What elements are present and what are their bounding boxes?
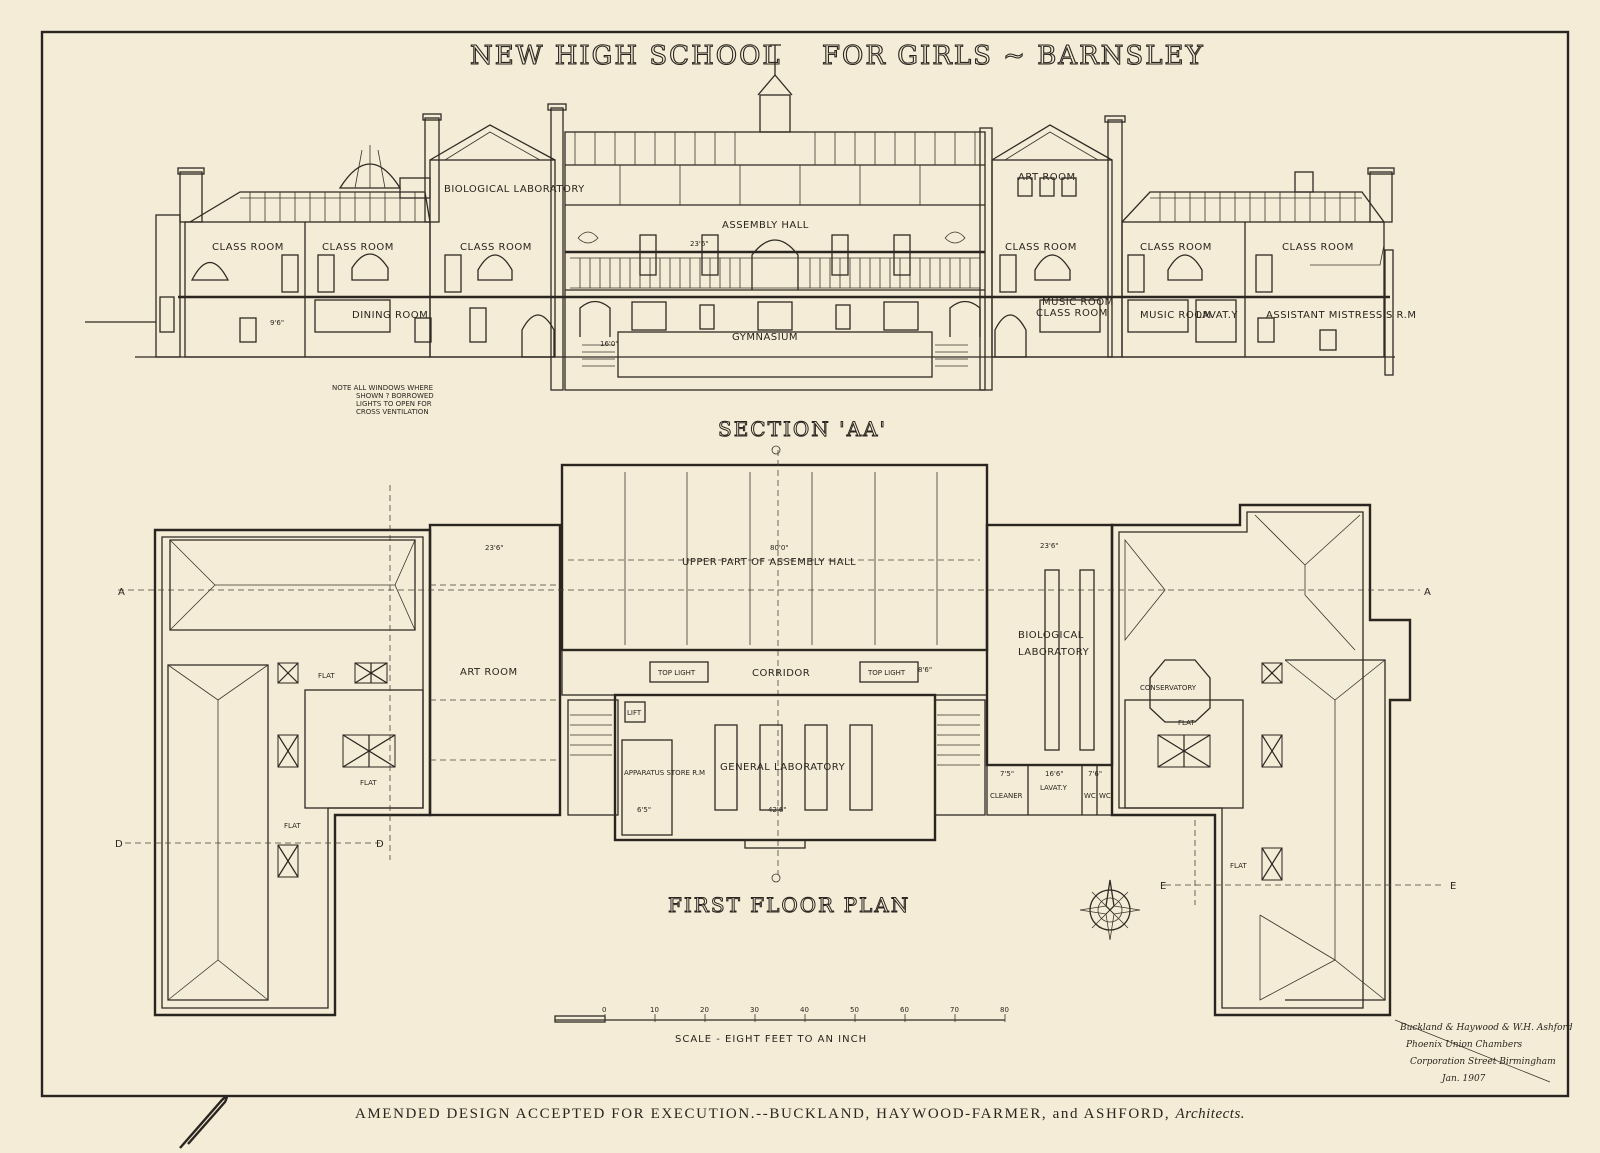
section-dim-3: 9'6" xyxy=(270,319,284,327)
plan-label-bio-lab-1: BIOLOGICAL xyxy=(1018,630,1084,641)
plan-dim-4246: 42'6" xyxy=(768,806,787,814)
paper-clip-icon xyxy=(179,1095,229,1149)
svg-text:NOTE ALL WINDOWS WHERE: NOTE ALL WINDOWS WHERE xyxy=(332,384,433,392)
title-right: FOR GIRLS ~ BARNSLEY xyxy=(822,41,1205,71)
plan-label-flat-2: FLAT xyxy=(360,779,377,787)
plan-label-flat-1: FLAT xyxy=(318,672,335,680)
plan-dim-76: 7'6" xyxy=(1088,770,1102,778)
plan-label-apparatus: APPARATUS STORE R.M xyxy=(624,769,705,777)
plan-label-cleaner: CLEANER xyxy=(990,792,1023,800)
section-label-gymnasium: GYMNASIUM xyxy=(732,332,798,343)
plan-label-wc-1: WC xyxy=(1084,792,1096,800)
plan-dim-166: 16'6" xyxy=(1045,770,1064,778)
architect-signature: Buckland & Haywood & W.H. Ashford Phoeni… xyxy=(1394,1019,1573,1084)
marker-d-left: D xyxy=(115,839,123,850)
section-label-class-room-6: CLASS ROOM xyxy=(1282,242,1354,253)
svg-text:Buckland & Haywood & W.H. Ashf: Buckland & Haywood & W.H. Ashford xyxy=(1399,1023,1573,1033)
plan-dim-80: 80'0" xyxy=(770,544,789,552)
section-dim-2: 16'0" xyxy=(600,340,619,348)
drawing-caption: AMENDED DESIGN ACCEPTED FOR EXECUTION.--… xyxy=(0,1106,1600,1123)
compass-rose-icon xyxy=(1079,879,1141,941)
section-note: NOTE ALL WINDOWS WHERE SHOWN ? BORROWED … xyxy=(332,384,434,416)
section-aa-drawing: CLASS ROOM CLASS ROOM DINING ROOM BIOLOG… xyxy=(85,44,1416,391)
plan-label-art-room: ART ROOM xyxy=(460,667,518,678)
svg-text:Phoenix Union Chambers: Phoenix Union Chambers xyxy=(1405,1040,1523,1050)
plan-label-upper-assembly: UPPER PART OF ASSEMBLY HALL xyxy=(682,557,856,568)
plan-label-general-lab: GENERAL LABORATORY xyxy=(720,762,846,773)
sheet-border xyxy=(40,30,1570,1098)
scale-caption: SCALE - EIGHT FEET TO AN INCH xyxy=(675,1034,867,1045)
svg-text:30: 30 xyxy=(750,1006,759,1014)
section-label-class-room-7: CLASS ROOM xyxy=(1036,308,1108,319)
section-label-class-room-5: CLASS ROOM xyxy=(1140,242,1212,253)
marker-e-left: E xyxy=(1160,881,1167,892)
section-dim-1: 23'6" xyxy=(690,240,709,248)
section-label-assembly-hall: ASSEMBLY HALL xyxy=(722,220,809,231)
plan-heading: FIRST FLOOR PLAN xyxy=(668,893,910,917)
plan-dim-65: 6'5" xyxy=(637,806,651,814)
svg-text:SHOWN ? BORROWED: SHOWN ? BORROWED xyxy=(356,392,434,400)
plan-label-flat-4: FLAT xyxy=(1178,719,1195,727)
section-label-class-room-4: CLASS ROOM xyxy=(1005,242,1077,253)
plan-label-lavaty: LAVAT.Y xyxy=(1040,784,1068,792)
plan-label-conservatory: CONSERVATORY xyxy=(1140,684,1197,692)
plan-label-wc-2: WC xyxy=(1099,792,1111,800)
title-left: NEW HIGH SCHOOL xyxy=(470,41,782,71)
svg-text:10: 10 xyxy=(650,1006,659,1014)
section-label-bio-lab: BIOLOGICAL LABORATORY xyxy=(444,184,585,195)
svg-text:40: 40 xyxy=(800,1006,809,1014)
section-label-music-room-2: MUSIC ROOM xyxy=(1140,310,1212,321)
marker-d-right: D xyxy=(376,839,384,850)
plan-label-top-light-1: TOP LIGHT xyxy=(657,669,696,677)
section-label-class-room-3: CLASS ROOM xyxy=(460,242,532,253)
plan-dim-75: 7'5" xyxy=(1000,770,1014,778)
section-label-art-room: ART ROOM xyxy=(1018,172,1076,183)
caption-role: Architects. xyxy=(1175,1106,1246,1122)
plan-dim-236b: 23'6" xyxy=(1040,542,1059,550)
first-floor-plan: FLAT FLAT FLAT ART ROOM 23'6" UPPER PART… xyxy=(118,450,1445,1017)
svg-text:LIGHTS TO OPEN FOR: LIGHTS TO OPEN FOR xyxy=(356,400,432,408)
caption-main: AMENDED DESIGN ACCEPTED FOR EXECUTION.--… xyxy=(354,1106,1171,1122)
section-heading: SECTION 'AA' xyxy=(718,417,887,441)
plan-dim-236: 23'6" xyxy=(485,544,504,552)
marker-a-left: A xyxy=(118,587,125,598)
svg-text:Jan. 1907: Jan. 1907 xyxy=(1440,1074,1486,1084)
svg-text:Corporation Street Birmingham: Corporation Street Birmingham xyxy=(1410,1057,1556,1067)
scale-bar: 0 10 20 30 40 50 60 70 80 xyxy=(554,1006,1009,1023)
svg-text:50: 50 xyxy=(850,1006,859,1014)
svg-text:CROSS VENTILATION: CROSS VENTILATION xyxy=(356,408,429,416)
section-label-class-room-2: CLASS ROOM xyxy=(322,242,394,253)
marker-a-right: A xyxy=(1424,587,1431,598)
section-label-assistant-mistress: ASSISTANT MISTRESS'S R.M xyxy=(1266,310,1416,321)
plan-label-lift: LIFT xyxy=(627,709,642,717)
svg-text:70: 70 xyxy=(950,1006,959,1014)
plan-dim-86: 8'6" xyxy=(918,666,932,674)
section-label-music-room: MUSIC ROOM xyxy=(1042,297,1114,308)
svg-text:80: 80 xyxy=(1000,1006,1009,1014)
svg-text:0: 0 xyxy=(602,1006,606,1014)
section-label-lavaty: LAVAT.Y xyxy=(1196,310,1238,321)
marker-e-right: E xyxy=(1450,881,1457,892)
svg-text:20: 20 xyxy=(700,1006,709,1014)
section-label-class-room-1: CLASS ROOM xyxy=(212,242,284,253)
plan-label-corridor: CORRIDOR xyxy=(752,668,810,679)
plan-label-flat-5: FLAT xyxy=(1230,862,1247,870)
plan-label-bio-lab-2: LABORATORY xyxy=(1018,647,1090,658)
svg-text:60: 60 xyxy=(900,1006,909,1014)
section-label-dining-room: DINING ROOM xyxy=(352,310,428,321)
plan-label-top-light-2: TOP LIGHT xyxy=(867,669,906,677)
plan-label-flat-3: FLAT xyxy=(284,822,301,830)
